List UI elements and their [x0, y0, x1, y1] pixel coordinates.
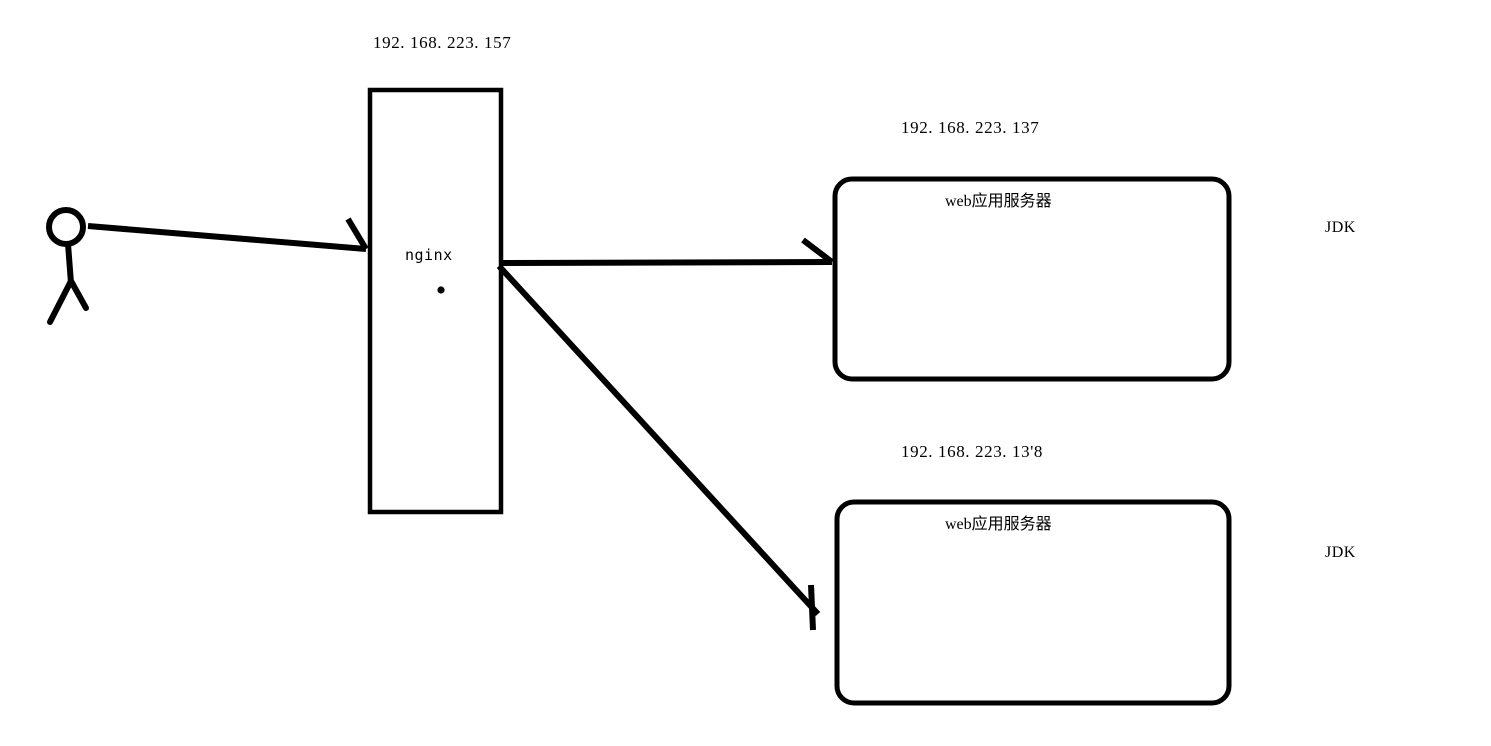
nginx-node-dot-icon — [437, 286, 445, 294]
web-server-2-label: web应用服务器 — [945, 516, 1052, 533]
connection-nginx-to-web-server-2-line — [496, 263, 821, 617]
web-server-2-box — [834, 499, 1232, 706]
connection-nginx-to-web-server-1-line — [502, 259, 833, 266]
stick-figure-leg-right-icon — [68, 278, 89, 311]
web-server-1-label: web应用服务器 — [945, 193, 1052, 210]
nginx-ip-label: 192. 168. 223. 157 — [373, 33, 512, 52]
web-server-2-runtime-label: JDK — [1325, 544, 1356, 561]
connection-nginx-to-web-server-1-arrowhead — [801, 237, 834, 265]
web-server-1-node[interactable] — [832, 176, 1232, 382]
connection-client-to-nginx-arrowhead — [345, 217, 369, 251]
connection-nginx-to-web-server-2[interactable] — [496, 263, 821, 631]
nginx-node[interactable] — [367, 87, 504, 515]
client-stick-figure[interactable] — [46, 207, 89, 325]
connection-client-to-nginx[interactable] — [87, 217, 369, 252]
connection-client-to-nginx-line — [87, 223, 367, 252]
web-server-2-node[interactable] — [834, 499, 1232, 706]
nginx-node-box — [367, 87, 504, 515]
stick-figure-leg-left-icon — [47, 278, 74, 325]
connection-nginx-to-web-server-2-arrowhead — [808, 584, 816, 631]
web-server-1-box — [832, 176, 1232, 382]
web-server-1-runtime-label: JDK — [1325, 219, 1356, 236]
stick-figure-head-icon — [46, 207, 86, 247]
connection-nginx-to-web-server-1[interactable] — [502, 237, 834, 266]
web-server-2-ip-label: 192. 168. 223. 13'8 — [901, 442, 1043, 461]
stick-figure-body-icon — [65, 241, 74, 286]
web-server-1-ip-label: 192. 168. 223. 137 — [901, 118, 1040, 137]
nginx-node-label: nginx — [405, 246, 453, 264]
